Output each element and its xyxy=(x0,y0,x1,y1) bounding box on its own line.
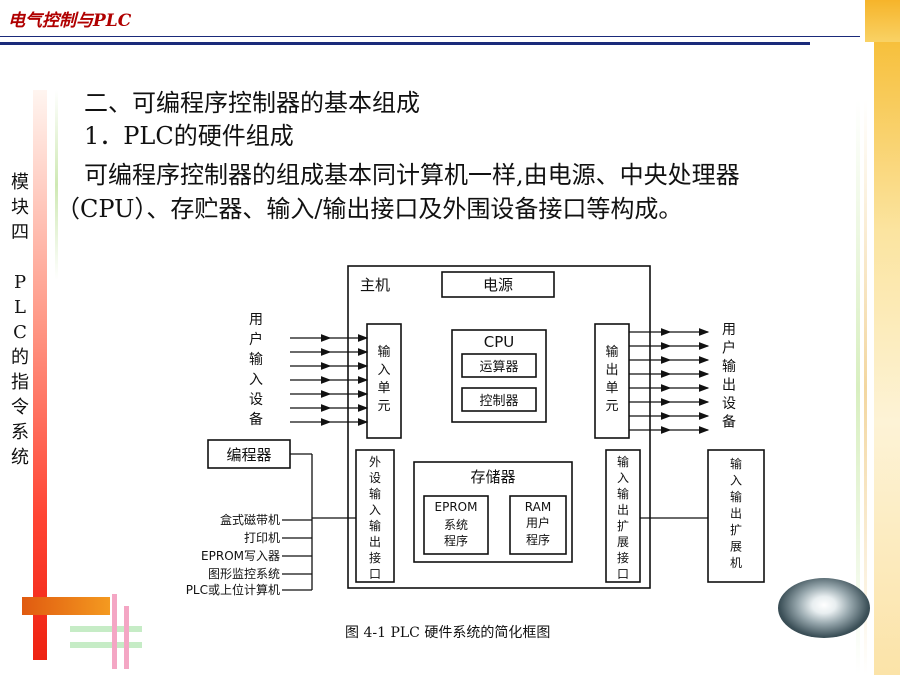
io-expansion-interface-label-char: 展 xyxy=(617,535,629,549)
peripheral-item: 图形监控系统 xyxy=(208,567,280,581)
right-decor-line-2 xyxy=(864,100,867,675)
input-unit-label-char: 输 xyxy=(377,344,390,360)
user-output-label-char: 户 xyxy=(722,340,736,357)
peripheral-interface-box xyxy=(355,449,395,583)
controller-label: 控制器 xyxy=(479,394,518,409)
header-title: 电气控制与PLC xyxy=(8,11,132,31)
ram-box xyxy=(509,495,567,555)
plc-hardware-diagram: 主机 电源 CPU 运算器 控制器 存储器 EPROM 系统 程序 RAM 用户… xyxy=(186,265,765,597)
io-expansion-interface-label-char: 接 xyxy=(617,550,629,565)
peripheral-interface-label-char: 外 xyxy=(369,455,381,469)
user-program-line-1: 用户 xyxy=(526,515,550,530)
power-label: 电源 xyxy=(483,276,513,294)
user-output-label-char: 设 xyxy=(722,396,736,412)
decor-green-bar-1 xyxy=(70,626,142,632)
output-unit-label-char: 元 xyxy=(605,399,618,414)
input-unit-label-char: 元 xyxy=(377,399,390,414)
user-output-label-char: 备 xyxy=(722,414,736,431)
user-input-label-char: 用 xyxy=(249,312,263,328)
user-program-line-2: 程序 xyxy=(526,532,550,547)
decor-orange-bar xyxy=(22,597,110,615)
decor-disc-image xyxy=(778,578,870,638)
alu-box xyxy=(461,353,537,378)
power-box xyxy=(441,271,555,298)
io-expansion-interface-box xyxy=(605,449,641,583)
decor-pink-bar-1 xyxy=(112,594,117,669)
input-unit-label-char: 单 xyxy=(377,381,390,396)
peripheral-item: 打印机 xyxy=(244,531,280,545)
peripheral-interface-label-char: 输 xyxy=(369,486,381,501)
expansion-unit-label-char: 机 xyxy=(730,556,742,570)
expansion-unit-label-char: 输 xyxy=(730,456,742,471)
expansion-unit-label-char: 入 xyxy=(730,474,742,488)
decor-pink-bar-2 xyxy=(124,606,129,669)
user-input-label-char: 备 xyxy=(249,411,263,428)
controller-box xyxy=(461,387,537,412)
io-expansion-interface-label-char: 口 xyxy=(617,567,629,581)
right-decor-line-1 xyxy=(856,100,860,675)
section-heading: 二、可编程序控制器的基本组成 xyxy=(84,89,420,117)
peripheral-interface-label-char: 接 xyxy=(369,550,381,565)
peripheral-list: 盒式磁带机 打印机 EPROM写入器 图形监控系统 PLC或上位计算机 xyxy=(186,512,280,597)
peripheral-lines xyxy=(282,453,708,591)
output-unit-box xyxy=(594,323,630,439)
header-accent-bar xyxy=(865,0,900,42)
vertical-labels: 输入单元输出单元用户输入设备用户输出设备外设输入输出接口输入输出扩展接口输入输出… xyxy=(249,312,742,581)
user-input-label-char: 户 xyxy=(249,331,263,348)
io-expansion-interface-label-char: 输 xyxy=(617,454,629,469)
left-decor-line xyxy=(55,90,58,280)
peripheral-interface-label-char: 口 xyxy=(369,567,381,581)
peripheral-item: 盒式磁带机 xyxy=(220,512,280,527)
expansion-unit-box xyxy=(707,449,765,583)
input-unit-label-char: 入 xyxy=(377,363,390,378)
io-expansion-interface-label-char: 输 xyxy=(617,486,629,501)
eprom-label: EPROM xyxy=(435,500,478,514)
expansion-unit-label-char: 出 xyxy=(730,507,742,521)
user-input-label-char: 入 xyxy=(249,372,263,388)
output-unit-label-char: 输 xyxy=(605,344,618,360)
output-unit-label-char: 单 xyxy=(605,381,618,396)
output-arrows xyxy=(629,328,710,434)
input-arrows xyxy=(290,334,369,426)
right-decor-strip xyxy=(874,42,900,675)
system-program-line-1: 系统 xyxy=(444,518,468,532)
side-label: 模 块 四 P L C 的 指 令 系 统 xyxy=(11,172,29,468)
io-expansion-interface-label-char: 扩 xyxy=(617,519,629,533)
peripheral-item: EPROM写入器 xyxy=(201,549,280,563)
header-rule-thin xyxy=(0,36,860,37)
cpu-label: CPU xyxy=(484,333,515,351)
decor-green-bar-2 xyxy=(70,642,142,648)
peripheral-interface-label-char: 设 xyxy=(369,471,381,485)
left-decor-strip xyxy=(33,90,47,660)
peripheral-item: PLC或上位计算机 xyxy=(186,582,280,597)
cpu-box xyxy=(451,329,547,423)
io-expansion-interface-label-char: 入 xyxy=(617,471,629,485)
alu-label: 运算器 xyxy=(479,360,518,375)
user-output-label-char: 输 xyxy=(722,359,736,375)
eprom-box xyxy=(423,495,489,555)
host-frame xyxy=(347,265,651,589)
memory-label: 存储器 xyxy=(470,468,515,486)
user-output-label-char: 出 xyxy=(722,378,736,394)
user-input-label-char: 输 xyxy=(249,352,263,368)
section-paragraph: 可编程序控制器的组成基本同计算机一样,由电源、中央处理器（CPU）、存贮器、输入… xyxy=(56,161,740,223)
programmer-label: 编程器 xyxy=(226,446,271,464)
peripheral-interface-label-char: 入 xyxy=(369,503,381,517)
user-input-label-char: 设 xyxy=(249,392,263,408)
user-output-label-char: 用 xyxy=(722,322,736,338)
io-expansion-interface-label-char: 出 xyxy=(617,503,629,517)
expansion-unit-label-char: 扩 xyxy=(730,523,742,537)
host-label: 主机 xyxy=(360,276,390,294)
ram-label: RAM xyxy=(525,500,551,514)
system-program-line-2: 程序 xyxy=(444,533,468,548)
output-unit-label-char: 出 xyxy=(605,363,618,378)
peripheral-interface-label-char: 输 xyxy=(369,518,381,533)
memory-box xyxy=(413,461,573,563)
peripheral-interface-label-char: 出 xyxy=(369,535,381,549)
expansion-unit-label-char: 输 xyxy=(730,489,742,504)
section-subheading: 1．PLC的硬件组成 xyxy=(84,122,294,150)
header-rule xyxy=(0,42,810,45)
figure-caption: 图 4-1 PLC 硬件系统的简化框图 xyxy=(345,625,551,641)
expansion-unit-label-char: 展 xyxy=(730,540,742,554)
